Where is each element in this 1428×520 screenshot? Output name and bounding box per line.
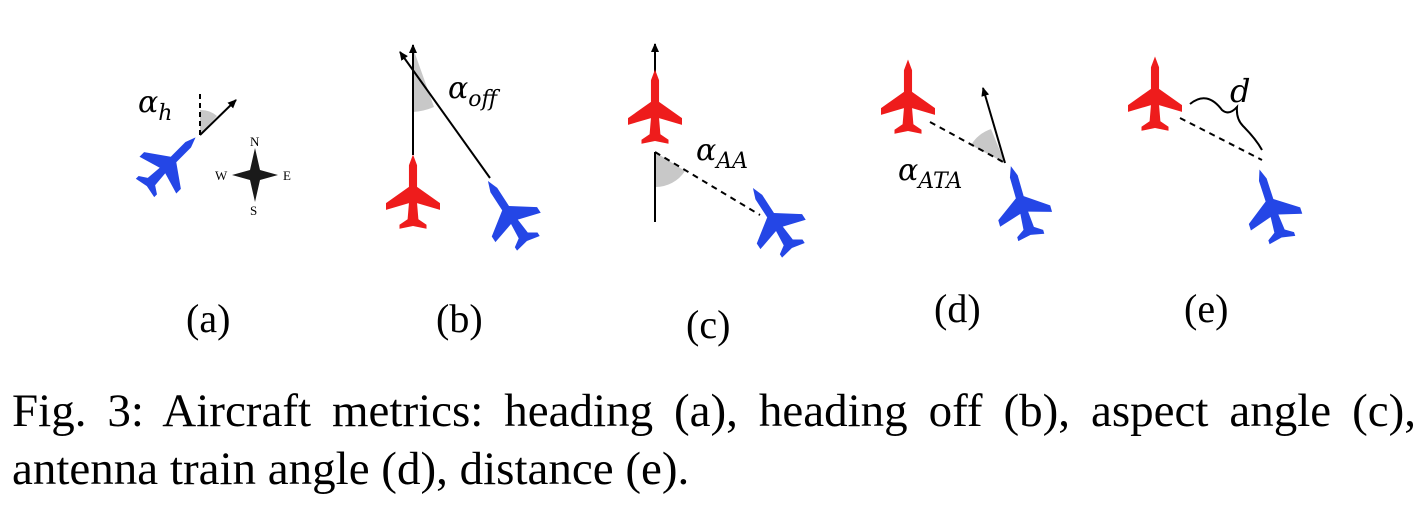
aircraft-red-icon — [386, 154, 440, 229]
aspect-angle-wedge — [655, 152, 685, 188]
panel-b: αoff (b) — [386, 44, 552, 341]
distance-symbol: d — [1230, 72, 1250, 110]
panel-label-b: (b) — [436, 296, 483, 341]
aircraft-blue-icon — [465, 166, 552, 259]
compass-s: S — [250, 203, 257, 218]
compass-e: E — [283, 168, 291, 183]
panel-label-a: (a) — [186, 296, 230, 341]
heading-off-angle-symbol: αoff — [448, 71, 501, 112]
aircraft-red-icon — [1128, 56, 1182, 131]
panel-e: d (e) — [1128, 56, 1309, 331]
aircraft-red-icon — [881, 59, 935, 134]
figure-caption: Fig. 3: Aircraft metrics: heading (a), h… — [12, 385, 1416, 495]
line-of-sight — [929, 121, 1006, 164]
compass-rose-icon: N S E W — [215, 134, 291, 218]
aspect-angle-symbol: αAA — [696, 133, 748, 174]
distance-brace — [1189, 97, 1263, 151]
distance-line — [1179, 117, 1263, 161]
heading-off-angle-wedge — [413, 48, 434, 112]
panel-label-e: (e) — [1184, 286, 1228, 331]
panel-a: αh N S E W (a) — [126, 85, 291, 341]
heading-angle-wedge — [200, 109, 217, 135]
aircraft-metrics-figure: αh N S E W (a) αoff (b) αAA (c) — [126, 43, 1309, 347]
panel-d: αATA (d) — [881, 59, 1058, 331]
aircraft-blue-icon — [1233, 161, 1309, 249]
panel-label-d: (d) — [934, 286, 981, 331]
ata-angle-symbol: αATA — [898, 153, 962, 194]
heading-angle-symbol: αh — [138, 85, 172, 126]
ata-angle-wedge — [971, 129, 1005, 163]
panel-c: αAA (c) — [628, 43, 817, 347]
compass-w: W — [215, 168, 228, 183]
panel-label-c: (c) — [686, 302, 730, 347]
aircraft-blue-icon — [730, 173, 817, 266]
blue-heading-line — [399, 51, 491, 179]
blue-heading-arrow — [981, 87, 1006, 164]
line-of-sight — [654, 151, 761, 216]
aircraft-red-icon — [628, 69, 682, 144]
heading-arrow — [199, 99, 237, 136]
compass-n: N — [250, 134, 260, 149]
aircraft-blue-icon — [984, 158, 1058, 245]
